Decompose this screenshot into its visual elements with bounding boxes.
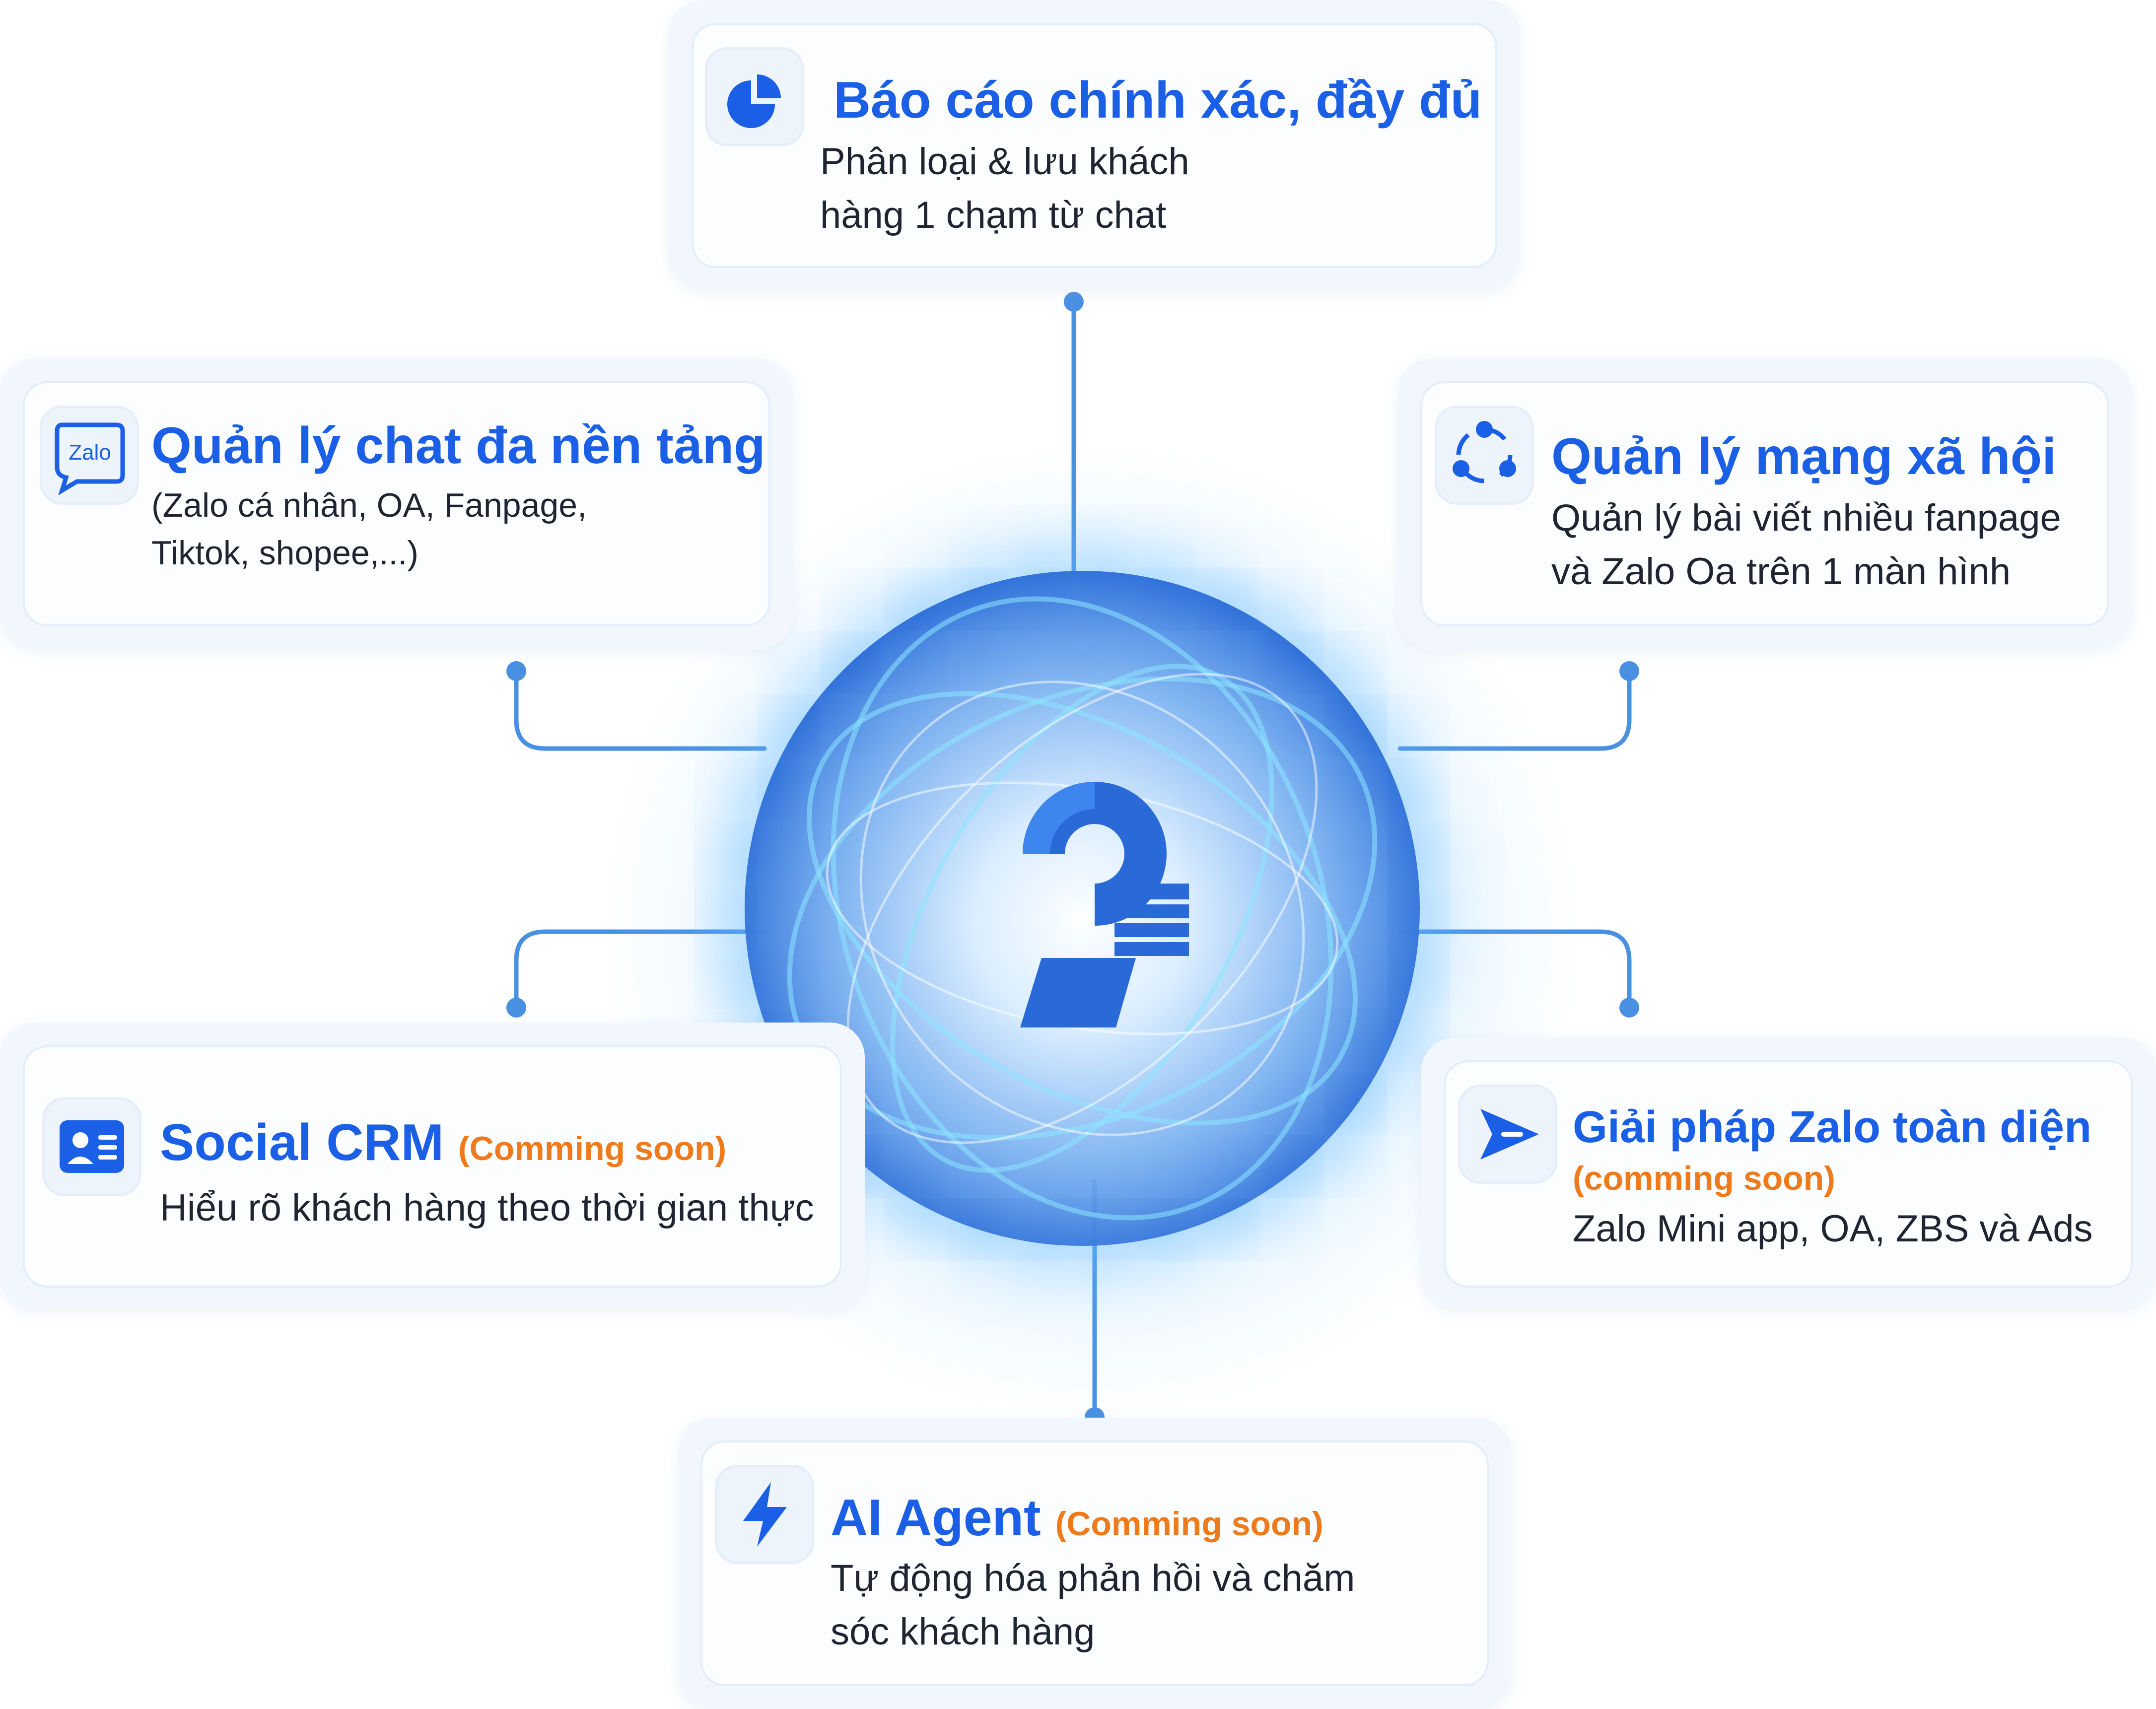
svg-text:Zalo: Zalo <box>69 440 111 465</box>
connector-dot-upper-right <box>1619 661 1639 681</box>
card-chat-desc-1: (Zalo cá nhân, OA, Fanpage, <box>151 486 587 524</box>
card-ai-title-text: AI Agent <box>831 1489 1041 1547</box>
orb-swirls <box>787 596 1378 1221</box>
card-crm-desc-1: Hiểu rõ khách hàng theo thời gian thực <box>160 1187 814 1229</box>
card-report: Báo cáo chính xác, đầy đủ Phân loại & lư… <box>669 0 1520 291</box>
card-social-inner <box>1422 383 2107 624</box>
card-chat-inner <box>25 383 768 624</box>
card-zalo-title: Giải pháp Zalo toàn diện <box>1573 1102 2092 1152</box>
pie-chart-icon <box>727 74 781 128</box>
connector-dot-upper-left <box>506 661 526 681</box>
card-report-desc-2: hàng 1 chạm từ chat <box>820 194 1167 236</box>
share-network-icon <box>1453 421 1516 483</box>
icon-tile-ai <box>717 1467 812 1562</box>
card-social-desc-1: Quản lý bài viết nhiều fanpage <box>1551 497 2061 539</box>
card-zalo: Giải pháp Zalo toàn diện (comming soon) … <box>1421 1037 2156 1310</box>
connector-upper-left <box>514 669 767 751</box>
card-crm-soon: (Comming soon) <box>458 1130 727 1167</box>
connector-dot-lower-left <box>506 998 526 1018</box>
card-chat: Zalo Quản lý chat đa nền tảng (Zalo cá n… <box>0 358 793 649</box>
card-social: Quản lý mạng xã hội Quản lý bài viết nhi… <box>1397 358 2132 649</box>
card-social-desc-2: và Zalo Oa trên 1 màn hình <box>1551 550 2011 593</box>
connector-lower-right <box>1397 929 1632 1010</box>
card-ai-soon: (Comming soon) <box>1055 1505 1323 1543</box>
card-crm-title-text: Social CRM <box>160 1114 444 1171</box>
card-social-title: Quản lý mạng xã hội <box>1551 428 2057 485</box>
card-ai-desc-1: Tự động hóa phản hồi và chăm <box>831 1557 1355 1599</box>
card-zalo-inner <box>1446 1062 2131 1286</box>
card-zalo-desc-1: Zalo Mini app, OA, ZBS và Ads <box>1573 1208 2093 1250</box>
card-ai: AI Agent (Comming soon) Tự động hóa phản… <box>678 1418 1512 1709</box>
contact-card-icon <box>60 1120 124 1173</box>
connector-dot-lower-right <box>1619 998 1639 1018</box>
send-icon <box>1480 1109 1539 1160</box>
icon-tile-zalo <box>1461 1087 1555 1181</box>
card-crm: Social CRM (Comming soon) Hiểu rõ khách … <box>0 1023 865 1310</box>
icon-tile-crm <box>45 1099 139 1194</box>
zalo-icon: Zalo <box>55 422 125 495</box>
icon-tile-report <box>707 50 802 144</box>
connector-dot-top <box>1064 292 1084 312</box>
card-chat-desc-2: Tiktok, shopee,...) <box>151 534 418 572</box>
brand-logo-icon <box>1020 782 1189 1027</box>
card-chat-title: Quản lý chat đa nền tảng <box>151 417 765 475</box>
icon-tile-social <box>1437 408 1531 502</box>
lightning-icon <box>743 1482 787 1547</box>
connector-lower-left <box>514 929 767 1010</box>
card-ai-inner <box>702 1442 1487 1684</box>
card-report-title: Báo cáo chính xác, đầy đủ <box>834 71 1482 129</box>
center-orb <box>745 571 1420 1246</box>
connector-upper-right <box>1397 669 1632 751</box>
card-crm-title: Social CRM (Comming soon) <box>160 1117 726 1168</box>
card-ai-title: AI Agent (Comming soon) <box>831 1492 1323 1544</box>
card-zalo-soon: (comming soon) <box>1573 1160 1835 1197</box>
card-report-desc-1: Phân loại & lưu khách <box>820 140 1189 183</box>
card-report-inner <box>694 25 1495 266</box>
icon-tile-chat: Zalo <box>42 408 137 502</box>
card-ai-desc-2: sóc khách hàng <box>831 1611 1095 1653</box>
card-crm-inner <box>25 1047 840 1286</box>
